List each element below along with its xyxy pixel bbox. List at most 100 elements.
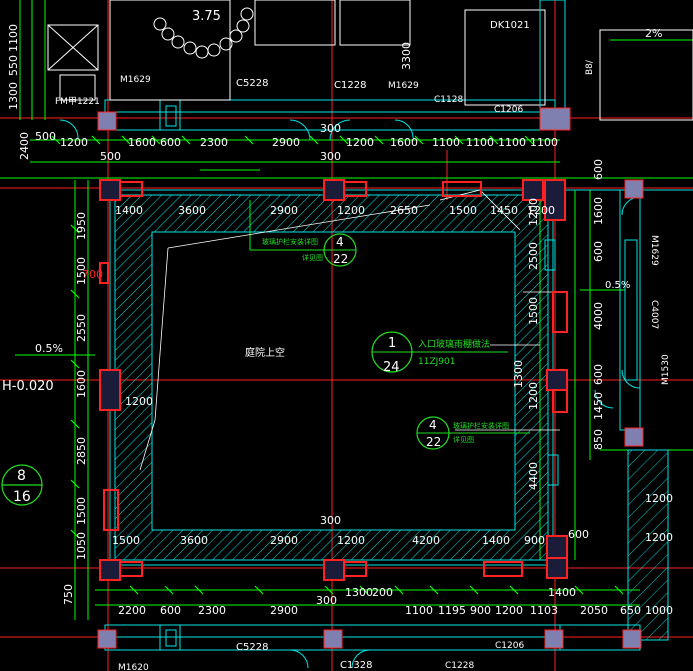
label-c5228-bottom: C5228 [236,642,268,653]
windows [165,105,559,647]
label-m1629-top: M1629 [388,81,419,91]
dim-left-0: 1950 [75,212,88,240]
dim-top-12: 1100 [530,136,558,149]
dims-top-row: 1200 500 1600 600 2300 2900 300 1200 160… [35,122,558,163]
dim-top-1: 500 [35,130,56,143]
dim-left-1: 1500 [75,257,88,285]
dim-right-outer-6: 850 [592,429,605,450]
detail-a: 4 22 玻璃护栏安装详图 详见图 [250,233,357,267]
dimension-ticks [51,135,624,595]
dims-right-inner: 2500 1500 1300 1200 4400 1200 [512,198,540,490]
dim-bottom-3: 2900 [270,604,298,617]
label-c5228-top: C5228 [236,78,268,89]
detail-a-top: 4 [336,235,344,249]
detail-a-bottom: 22 [333,252,348,266]
dim-misc-1: 300 [316,594,337,607]
top-building [47,0,566,131]
dim-right-inner-1: 1500 [527,297,540,325]
dims-right-outer: 600 1600 600 4000 600 1450 850 [592,159,605,450]
label-c1328: C1328 [340,660,372,671]
dim-inner-top-7: 1200 [527,204,555,217]
dim-top-7: 1200 [346,136,374,149]
dim-bottom-12: 650 [620,604,641,617]
label-c1228-bottom: C1228 [445,661,474,671]
right-building [560,29,693,641]
detail-center-title: 入口玻璃雨棚做法 [418,338,490,350]
dim-misc-4: 1200 [645,492,673,505]
dim-left-6: 1050 [75,532,88,560]
dim-top-4: 2300 [200,136,228,149]
dim-right-inner-2: 1300 [512,360,525,388]
dim-right-inner-5: 1200 [527,198,540,226]
dims-left: 1950 1500 2550 1600 2850 1500 1050 750 2… [7,24,88,605]
dim-left-4: 2850 [75,437,88,465]
label-m1629-right: M1629 [649,235,659,266]
elevation-label: H-0.020 [2,379,54,394]
dims-bottom-row: 2200 600 2300 2900 1300 200 1100 1195 90… [118,586,673,617]
dim-inner-bottom-3: 1200 [337,534,365,547]
section-mark-left-top: 8 [17,468,26,484]
dim-top-2: 1600 [128,136,156,149]
label-m1620: M1620 [118,663,149,671]
label-c1228: C1228 [334,80,366,91]
detail-b: 4 22 玻璃护栏安装详图 详见图 [416,416,530,450]
dim-misc-5: 1400 [548,586,576,599]
dims-inner-bottom: 1500 3600 2900 1200 4200 1400 900 [112,534,545,547]
dim-misc-0: 300 [320,514,341,527]
dim-left-5: 1500 [75,497,88,525]
slope-top-right: 2% [645,27,662,40]
dim-left-10: 550 [7,55,20,76]
dim-inner-top-3: 1200 [337,204,365,217]
dim-inner-top-6: 1450 [490,204,518,217]
dim-right-outer-1: 1600 [592,197,605,225]
detail-b-top: 4 [429,418,437,432]
dim-top2-1: 300 [320,150,341,163]
dim-right-inner-3: 1200 [527,382,540,410]
dim-misc-6: 600 [568,528,589,541]
dim-left-11: 1100 [7,24,20,52]
dim-inner-top-2: 2900 [270,204,298,217]
dim-inner-top-5: 1500 [449,204,477,217]
label-dk1021: DK1021 [490,20,530,31]
dim-inner-bottom-5: 1400 [482,534,510,547]
label-elev-375: 3.75 [192,9,221,24]
label-c1206-top: C1206 [494,105,523,115]
dim-top-5: 2900 [272,136,300,149]
dim-right-inner-4: 4400 [527,462,540,490]
dim-right-outer-0: 600 [592,159,605,180]
section-mark-left-bottom: 16 [13,489,31,505]
dim-left-3: 1600 [75,370,88,398]
label-dim-3300: 3300 [400,42,413,70]
detail-b-note: 详见图 [453,435,474,444]
dim-bottom-5: 200 [372,586,393,599]
detail-center: 1 24 入口玻璃雨棚做法 11ZJ901 [371,331,508,375]
dim-left-8: 2400 [18,132,31,160]
dims-inner-top: 1400 3600 2900 1200 2650 1500 1450 1200 [115,204,555,217]
dim-inner-bottom-0: 1500 [112,534,140,547]
dim-misc-3: 1200 [125,395,153,408]
dim-bottom-8: 900 [470,604,491,617]
dim-inner-bottom-1: 3600 [180,534,208,547]
dim-left-7: 750 [62,584,75,605]
detail-a-note: 详见图 [302,253,323,262]
dim-inner-bottom-2: 2900 [270,534,298,547]
slope-right: 0.5% [605,280,630,291]
dim-bottom-4: 1300 [345,586,373,599]
label-red-700: 700 [82,268,103,281]
detail-a-title: 玻璃护栏安装详图 [262,237,318,246]
dim-right-outer-2: 600 [592,241,605,262]
dim-bottom-2: 2300 [198,604,226,617]
label-c1206-bottom: C1206 [495,641,524,651]
building-labels: C5228 C1228 M1629 C1128 C1206 DK1021 FM甲… [55,9,530,671]
dim-top-6: 300 [320,122,341,135]
label-c4007: C4007 [649,300,659,329]
vertical-labels: B8/ M1629 C4007 M1530 3300 [400,42,671,385]
dim-bottom-7: 1195 [438,604,466,617]
label-m1530: M1530 [661,354,671,385]
dim-bottom-6: 1100 [405,604,433,617]
room-name: 庭院上空 [245,346,285,359]
dim-bottom-10: 1103 [530,604,558,617]
dim-bottom-13: 1000 [645,604,673,617]
dim-inner-top-0: 1400 [115,204,143,217]
detail-center-bottom: 24 [383,360,400,375]
